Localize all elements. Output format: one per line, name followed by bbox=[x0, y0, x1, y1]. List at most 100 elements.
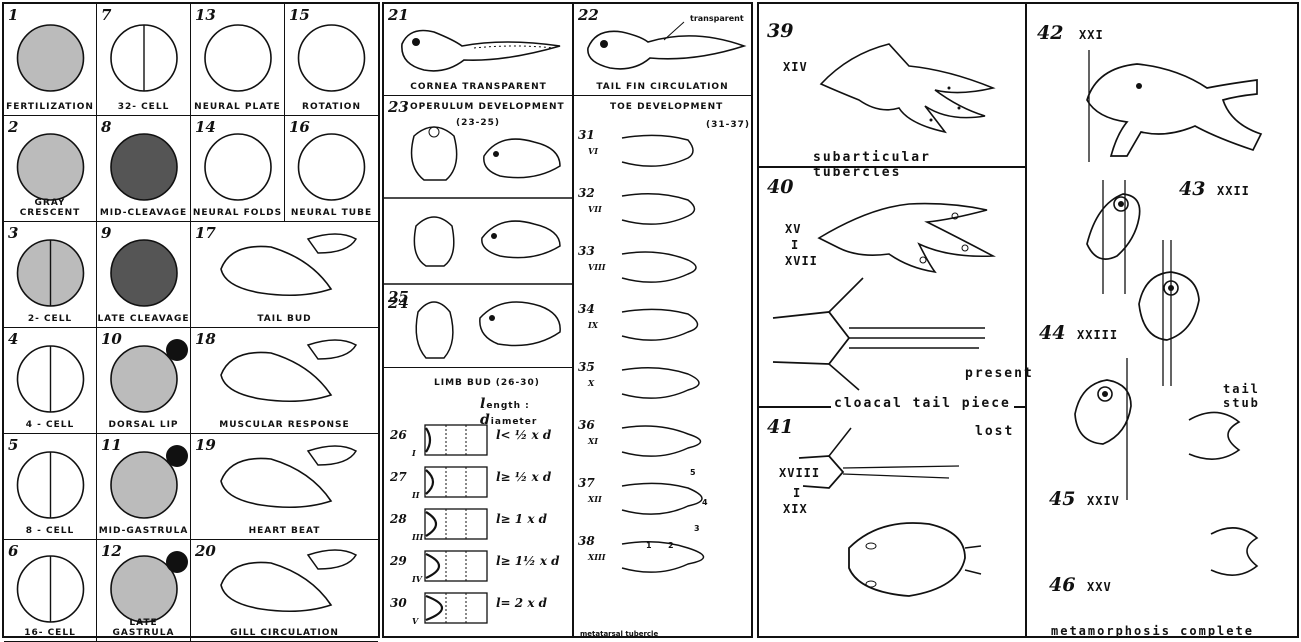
toe-section: TOE DEVELOPMENT (31-37) 31 VI 32 VII 33 … bbox=[574, 96, 751, 636]
limb-formula: l≥ 1 x d bbox=[496, 512, 547, 526]
limb-bud-icon bbox=[424, 592, 488, 624]
limb-stage-roman: V bbox=[412, 616, 418, 626]
stage-15-embryo-icon bbox=[285, 4, 378, 116]
stage-10-embryo-icon bbox=[97, 328, 191, 434]
toe-foot-icon bbox=[618, 476, 738, 524]
toe-foot-icon bbox=[618, 302, 738, 350]
toe-row-37: 37 XII bbox=[574, 472, 751, 528]
stage-14-embryo-icon bbox=[191, 116, 285, 222]
stage-14-caption: NEURAL FOLDS bbox=[191, 208, 284, 218]
limb-row-27: 27 II l≥ ½ x d bbox=[384, 462, 573, 502]
toe-foot-icon bbox=[618, 360, 738, 408]
toe-stage-number: 38 bbox=[578, 534, 595, 548]
digit-label-5: 5 bbox=[690, 468, 696, 477]
stage-17-embryo-icon bbox=[191, 222, 378, 328]
stage-4-caption: 4 - CELL bbox=[4, 420, 96, 430]
stage-13-caption: NEURAL PLATE bbox=[191, 102, 284, 112]
stage-25-number: 25 bbox=[388, 288, 409, 306]
stage-1-caption: FERTILIZATION bbox=[4, 102, 96, 112]
stage-7-caption: 32- CELL bbox=[97, 102, 190, 112]
stage-16-embryo-icon bbox=[285, 116, 378, 222]
toe-foot-icon bbox=[618, 128, 738, 176]
stage-9-cell: 9LATE CLEAVAGE bbox=[97, 222, 191, 328]
toe-stage-roman: XII bbox=[588, 494, 602, 504]
toe-foot-icon bbox=[618, 534, 738, 582]
stage-7-embryo-icon bbox=[97, 4, 191, 116]
toe-row-36: 36 XI bbox=[574, 414, 751, 470]
stage-15-caption: ROTATION bbox=[285, 102, 378, 112]
limb-stage-roman: IV bbox=[412, 574, 422, 584]
stage-41-cell: 41 lost XVIII I XIX bbox=[759, 408, 1025, 636]
stage-17-caption: TAIL BUD bbox=[191, 314, 378, 324]
limb-stage-roman: I bbox=[412, 448, 416, 458]
stage-22-cell: 22 transparent TAIL FIN CIRCULATION bbox=[574, 4, 751, 96]
stage-21-caption: CORNEA TRANSPARENT bbox=[384, 82, 573, 92]
limb-stage-number: 30 bbox=[390, 596, 407, 610]
limb-stage-number: 26 bbox=[390, 428, 407, 442]
stage-8-caption: MID-CLEAVAGE bbox=[97, 208, 190, 218]
limb-row-30: 30 V l= 2 x d bbox=[384, 588, 573, 628]
stage-3-embryo-icon bbox=[4, 222, 97, 328]
limb-bud-section: LIMB BUD (26-30) length : diameter 26 I … bbox=[384, 370, 573, 638]
toe-foot-icon bbox=[618, 418, 738, 466]
operculum-drawings-icon bbox=[384, 96, 573, 368]
limb-stage-roman: III bbox=[412, 532, 423, 542]
limb-bud-icon bbox=[424, 466, 488, 498]
metamorphosis-panel: 39 XIV subarticular tubercles 40 XV I XV… bbox=[757, 2, 1299, 638]
stage-6-embryo-icon bbox=[4, 540, 97, 642]
limb-row-26: 26 I l< ½ x d bbox=[384, 420, 573, 460]
toe-stage-number: 33 bbox=[578, 244, 595, 258]
toe-row-34: 34 IX bbox=[574, 298, 751, 354]
limb-bud-icon bbox=[424, 508, 488, 540]
digit-label-2: 2 bbox=[668, 541, 674, 550]
limb-stage-number: 28 bbox=[390, 512, 407, 526]
toe-row-38: 38 XIII bbox=[574, 530, 751, 586]
stage-20-cell: 20GILL CIRCULATION bbox=[191, 540, 378, 642]
stage-7-cell: 732- CELL bbox=[97, 4, 191, 116]
stage-40-cell: 40 XV I XVII present cloacal tail piece bbox=[759, 168, 1025, 408]
limb-formula: l≥ ½ x d bbox=[496, 470, 551, 484]
stage-39-foot-icon bbox=[759, 4, 1025, 166]
toe-stage-roman: IX bbox=[588, 320, 598, 330]
toe-stage-number: 36 bbox=[578, 418, 595, 432]
digit-label-1: 1 bbox=[646, 541, 652, 550]
stage-15-cell: 15ROTATION bbox=[285, 4, 378, 116]
toe-foot-icon bbox=[618, 244, 738, 292]
toe-stage-roman: XI bbox=[588, 436, 598, 446]
stage-3-caption: 2- CELL bbox=[4, 314, 96, 324]
limb-row-28: 28 III l≥ 1 x d bbox=[384, 504, 573, 544]
stage-11-caption: MID-GASTRULA bbox=[97, 526, 190, 536]
stage-6-cell: 616- CELL bbox=[4, 540, 97, 642]
stage-9-caption: LATE CLEAVAGE bbox=[97, 314, 190, 324]
limb-row-29: 29 IV l≥ 1½ x d bbox=[384, 546, 573, 586]
toe-title: TOE DEVELOPMENT bbox=[610, 102, 723, 112]
toe-stage-number: 31 bbox=[578, 128, 595, 142]
limb-formula: l≥ 1½ x d bbox=[496, 554, 560, 568]
toe-stage-roman: VI bbox=[588, 146, 598, 156]
metamorphosis-complete-label: metamorphosis complete bbox=[1051, 624, 1254, 638]
stage-19-cell: 19HEART BEAT bbox=[191, 434, 378, 540]
stage-11-embryo-icon bbox=[97, 434, 191, 540]
tadpole-panel: 2 1 CORNEA TRANSPARENT 22 transparent TAI… bbox=[382, 2, 753, 638]
stage-2-caption: GRAY CRESCENT bbox=[4, 198, 96, 218]
toe-stage-roman: VIII bbox=[588, 262, 605, 272]
toe-stage-number: 32 bbox=[578, 186, 595, 200]
operculum-section: 23 OPERULUM DEVELOPMENT (23-25) 24 bbox=[384, 96, 573, 368]
limb-stage-number: 29 bbox=[390, 554, 407, 568]
toe-stage-roman: XIII bbox=[588, 552, 605, 562]
stage-19-caption: HEART BEAT bbox=[191, 526, 378, 536]
stage-4-cell: 44 - CELL bbox=[4, 328, 97, 434]
metatarsal-footer: metatarsal tubercle bbox=[580, 630, 658, 638]
toe-stage-roman: VII bbox=[588, 204, 602, 214]
toe-row-33: 33 VIII bbox=[574, 240, 751, 296]
stage-5-embryo-icon bbox=[4, 434, 97, 540]
digit-label-4: 4 bbox=[702, 498, 708, 507]
digit-label-3: 3 bbox=[694, 524, 700, 533]
limb-stage-number: 27 bbox=[390, 470, 407, 484]
stage-16-caption: NEURAL TUBE bbox=[285, 208, 378, 218]
limb-bud-title: LIMB BUD (26-30) bbox=[434, 378, 540, 388]
